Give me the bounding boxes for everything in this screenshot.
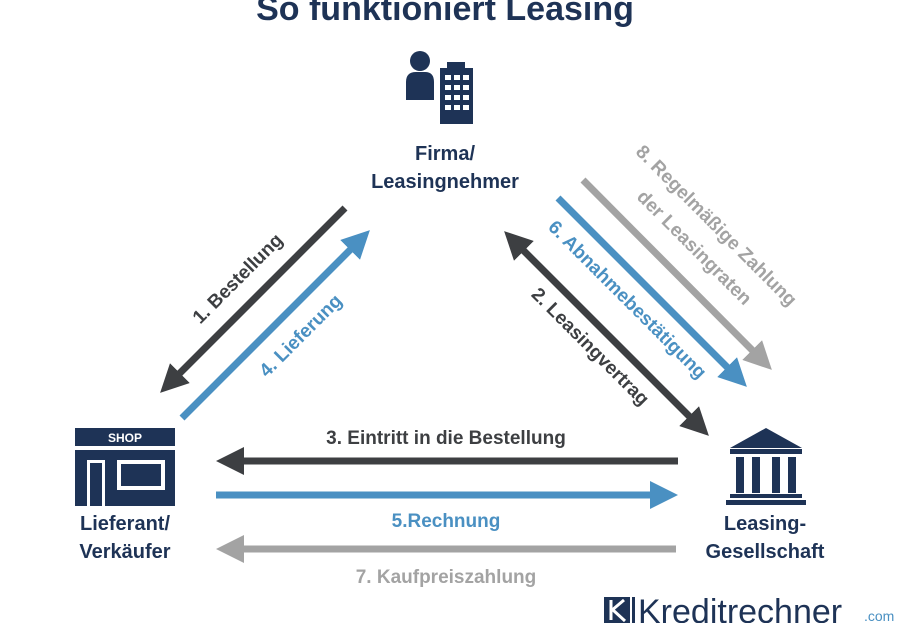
step-4-label: 4. Lieferung	[256, 291, 347, 382]
step-7-label: 7. Kaufpreiszahlung	[356, 567, 537, 588]
firma-label-line1: Firma/	[415, 143, 475, 165]
arrow-bestellung	[160, 205, 348, 393]
brand-name: Kreditrechner	[638, 593, 842, 623]
shop-sign: SHOP	[108, 431, 142, 445]
step-5-label: 5.Rechnung	[392, 511, 501, 532]
arrow-lieferung	[179, 230, 370, 421]
firma-label-line2: Leasingnehmer	[371, 171, 519, 193]
bank-icon	[726, 428, 806, 505]
leasing-label-line1: Leasing-	[724, 513, 806, 535]
leasing-label-line2: Gesellschaft	[706, 541, 825, 563]
kreditrechner-logo: Kreditrechner .com	[604, 593, 894, 623]
arrow-zahlung-raten	[580, 177, 772, 370]
lieferant-label-line2: Verkäufer	[79, 541, 170, 563]
lieferant-label-line1: Lieferant/	[80, 513, 170, 535]
brand-suffix: .com	[864, 608, 894, 623]
person-building-icon	[406, 51, 473, 124]
shop-icon: SHOP	[75, 428, 175, 506]
page-title: So funktioniert Leasing	[256, 0, 634, 28]
arrow-abnahme	[555, 195, 747, 387]
step-8-label-line1: 8. Regelmäßige Zahlung	[631, 141, 800, 310]
arrow-leasingvertrag	[504, 231, 709, 436]
step-3-label: 3. Eintritt in die Bestellung	[326, 428, 566, 449]
